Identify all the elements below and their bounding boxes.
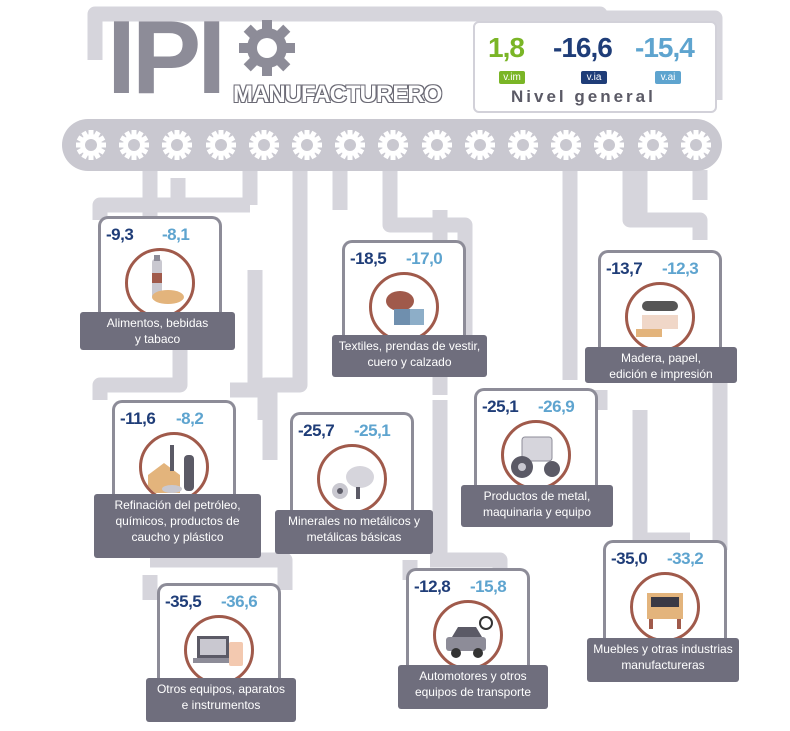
sector-value-via: -35,0 — [611, 549, 648, 568]
paper-roll-icon — [625, 282, 695, 352]
sector-value-vai: -17,0 — [406, 249, 443, 268]
sector-label-minerales: Minerales no metálicos y metálicas básic… — [275, 510, 433, 554]
summary-tag-vim: v.im — [499, 71, 525, 84]
car-moto-icon — [433, 600, 503, 670]
sector-label-textiles: Textiles, prendas de vestir, cuero y cal… — [332, 335, 487, 377]
cog-icon — [637, 130, 668, 165]
cog-icon — [378, 130, 409, 165]
sector-label-otros-equipos: Otros equipos, aparatos e instrumentos — [146, 678, 296, 722]
sector-value-vai: -8,2 — [176, 409, 204, 428]
sector-label-automotores: Automotores y otros equipos de transport… — [398, 665, 548, 709]
cog-icon — [680, 130, 711, 165]
page-title: IPI — [107, 0, 226, 116]
sector-label-alimentos: Alimentos, bebidas y tabaco — [80, 312, 235, 350]
sector-value-via: -11,6 — [120, 409, 156, 428]
laptop-phone-icon — [184, 615, 254, 685]
sector-label-madera: Madera, papel, edición e impresión — [585, 347, 737, 383]
sector-label-muebles: Muebles y otras industrias manufacturera… — [587, 638, 739, 682]
sector-value-via: -12,8 — [414, 577, 451, 596]
gear-icon — [239, 20, 295, 76]
sector-label-refinacion: Refinación del petróleo, químicos, produ… — [94, 494, 261, 558]
sector-value-vai: -36,6 — [221, 592, 258, 611]
summary-tag-via: v.ia — [581, 71, 607, 84]
summary-box: 1,8 v.im -16,6 v.ia -15,4 v.ai Nivel gen… — [473, 21, 717, 113]
cog-icon — [292, 130, 322, 165]
sector-value-via: -35,5 — [165, 592, 202, 611]
cog-icon — [594, 130, 625, 165]
page-subtitle: MANUFACTURERO — [233, 81, 442, 108]
cog-icon — [464, 130, 495, 165]
sector-value-vai: -12,3 — [662, 259, 699, 278]
sector-value-vai: -15,8 — [470, 577, 507, 596]
textile-roll-icon — [369, 272, 439, 342]
cog-icon — [248, 130, 279, 165]
cog-icon — [119, 130, 150, 165]
summary-label: Nivel general — [511, 87, 656, 106]
summary-value-via: -16,6 — [553, 32, 613, 63]
sector-value-vai: -33,2 — [667, 549, 704, 568]
sector-value-via: -9,3 — [106, 225, 134, 244]
summary-value-vim: 1,8 — [488, 32, 525, 63]
refinery-icon — [139, 432, 209, 502]
sector-value-vai: -25,1 — [354, 421, 391, 440]
sector-value-via: -25,1 — [482, 397, 519, 416]
tractor-icon — [501, 420, 571, 490]
sector-value-via: -25,7 — [298, 421, 335, 440]
sector-value-vai: -26,9 — [538, 397, 575, 416]
cog-icon — [335, 130, 366, 165]
summary-value-vai: -15,4 — [635, 32, 695, 63]
cog-icon — [508, 130, 538, 165]
sector-value-via: -18,5 — [350, 249, 387, 268]
cog-icon — [421, 130, 452, 165]
sector-label-metal: Productos de metal, maquinaria y equipo — [461, 485, 613, 527]
cog-icon — [162, 130, 193, 165]
sector-value-via: -13,7 — [606, 259, 643, 278]
sector-value-vai: -8,1 — [162, 225, 190, 244]
cement-mixer-icon — [317, 444, 387, 514]
cog-icon — [76, 130, 106, 165]
cog-icon — [205, 130, 236, 165]
bottle-bread-icon — [125, 248, 195, 318]
cog-icon — [551, 130, 582, 165]
furniture-icon — [630, 572, 700, 642]
summary-tag-vai: v.ai — [655, 71, 681, 84]
